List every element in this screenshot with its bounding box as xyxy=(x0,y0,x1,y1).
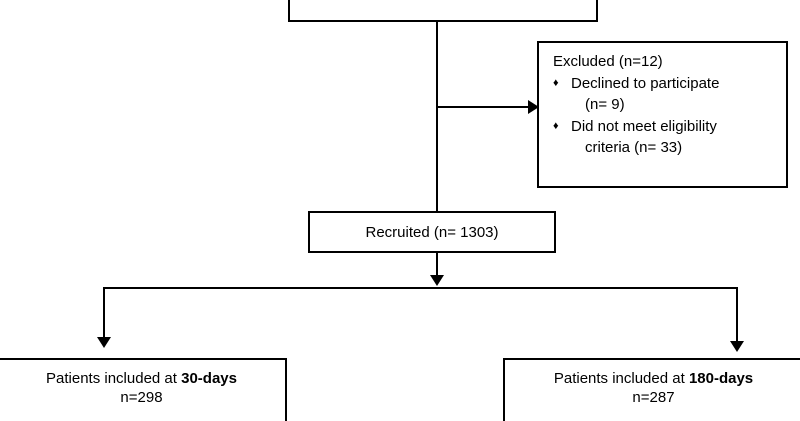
connector-split-horizontal xyxy=(104,287,738,289)
excluded-reason-text: Declined to participate xyxy=(571,75,720,92)
connector-split-to-180days xyxy=(736,287,738,343)
list-item: ♦ Declined to participate (n= 9) xyxy=(551,73,778,115)
node-180days-count: n=287 xyxy=(632,389,675,406)
diamond-bullet-icon: ♦ xyxy=(553,120,559,132)
node-included-30-days: Patients included at 30-days n=298 xyxy=(0,358,287,421)
node-recruited-label: Recruited (n= 1303) xyxy=(365,224,499,241)
node-included-180-days: Patients included at 180-days n=287 xyxy=(503,358,800,421)
node-excluded: Excluded (n=12) ♦ Declined to participat… xyxy=(537,41,788,188)
excluded-heading: Excluded (n=12) xyxy=(553,53,663,70)
node-30days-count: n=298 xyxy=(120,389,163,406)
connector-to-excluded xyxy=(436,106,530,108)
diamond-bullet-icon: ♦ xyxy=(553,77,559,89)
node-top-clipped xyxy=(288,0,598,22)
node-180days-title-prefix: Patients included at xyxy=(553,370,689,387)
connector-top-to-recruited xyxy=(436,20,438,211)
list-item: ♦ Did not meet eligibility criteria (n= … xyxy=(551,116,778,158)
node-30days-title: Patients included at 30-days xyxy=(0,369,285,388)
node-180days-title-emphasis: 180-days xyxy=(688,370,754,387)
arrowhead-to-30days xyxy=(97,337,111,348)
excluded-content: Excluded (n=12) ♦ Declined to participat… xyxy=(551,51,778,158)
node-30days-title-prefix: Patients included at xyxy=(46,370,182,387)
node-30days-title-emphasis: 30-days xyxy=(181,370,237,387)
connector-split-to-30days xyxy=(103,287,105,339)
node-180days-title: Patients included at 180-days xyxy=(505,369,800,388)
excluded-reason-count: (n= 9) xyxy=(585,96,625,113)
connector-recruited-to-split xyxy=(436,253,438,277)
arrowhead-to-excluded xyxy=(528,100,539,114)
node-recruited: Recruited (n= 1303) xyxy=(308,211,556,253)
arrowhead-to-180days xyxy=(730,341,744,352)
arrowhead-recruited-to-split xyxy=(430,275,444,286)
excluded-reason-text: Did not meet eligibility xyxy=(571,118,717,135)
excluded-reason-count: criteria (n= 33) xyxy=(585,139,683,156)
excluded-reason-list: ♦ Declined to participate (n= 9) ♦ Did n… xyxy=(551,73,778,158)
